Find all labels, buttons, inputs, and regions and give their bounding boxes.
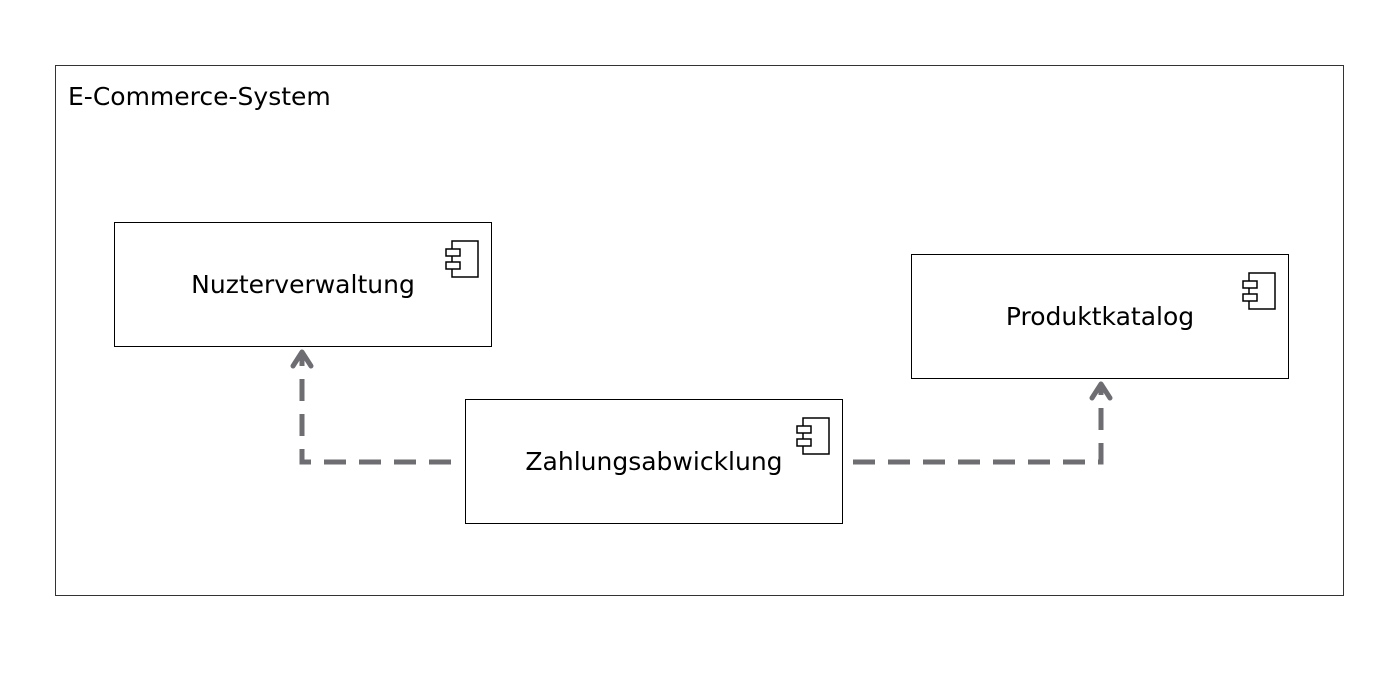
component-zahlungsabwicklung[interactable]: Zahlungsabwicklung [465,399,843,524]
component-icon [796,417,830,455]
component-produktkatalog[interactable]: Produktkatalog [911,254,1289,379]
component-label: Nuzterverwaltung [191,269,415,299]
component-label: Zahlungsabwicklung [525,446,783,476]
system-title: E-Commerce-System [68,82,331,111]
component-icon [1242,272,1276,310]
component-icon [445,240,479,278]
component-label: Produktkatalog [1005,301,1195,331]
system-boundary: E-Commerce-System [55,65,1344,596]
component-nutzerverwaltung[interactable]: Nuzterverwaltung [114,222,492,347]
